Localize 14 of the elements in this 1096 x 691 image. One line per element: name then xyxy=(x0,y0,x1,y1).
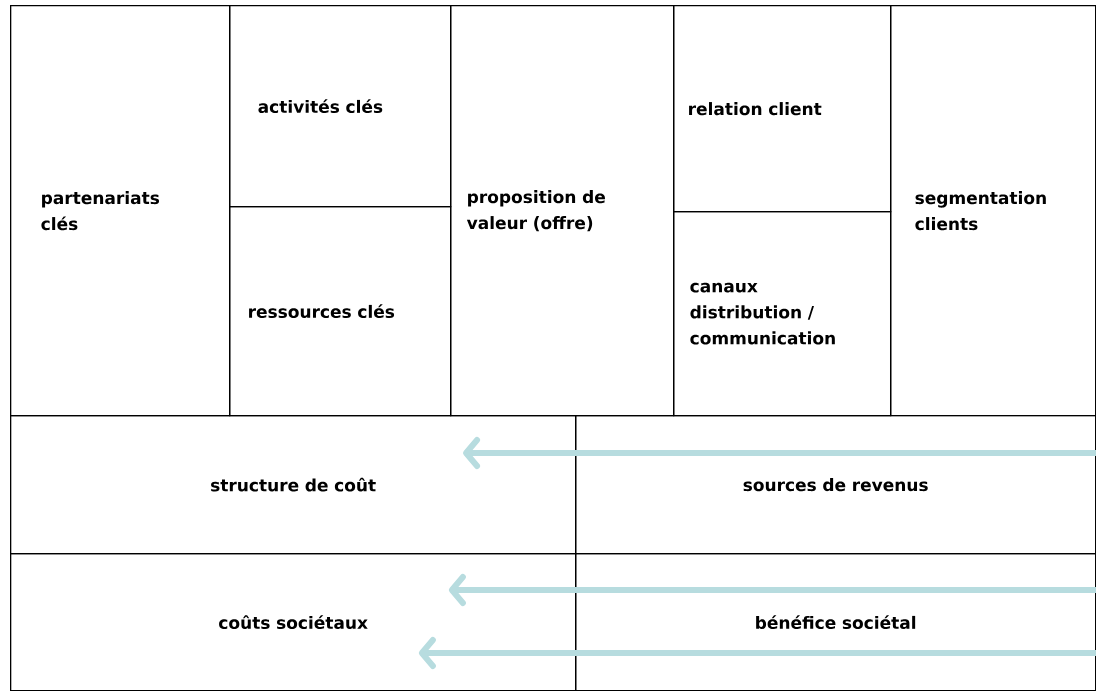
canvas-cell: activités clés xyxy=(229,5,452,208)
canvas-cell: sources de revenus xyxy=(575,415,1096,555)
canvas-cell: structure de coût xyxy=(10,415,577,555)
canvas-cell: partenariats clés xyxy=(10,5,231,417)
arrow xyxy=(463,437,1096,469)
canvas-cell: relation client xyxy=(673,5,892,213)
canvas-cell: coûts sociétaux xyxy=(10,553,577,691)
canvas-cell: segmentation clients xyxy=(890,5,1096,417)
canvas-cell: canaux distribution / communication xyxy=(673,211,892,417)
canvas-cell: ressources clés xyxy=(229,206,452,417)
arrow xyxy=(418,637,1096,669)
arrow xyxy=(448,574,1096,606)
canvas-cell: proposition de valeur (offre) xyxy=(450,5,675,417)
canvas-cell: bénéfice sociétal xyxy=(575,553,1096,691)
